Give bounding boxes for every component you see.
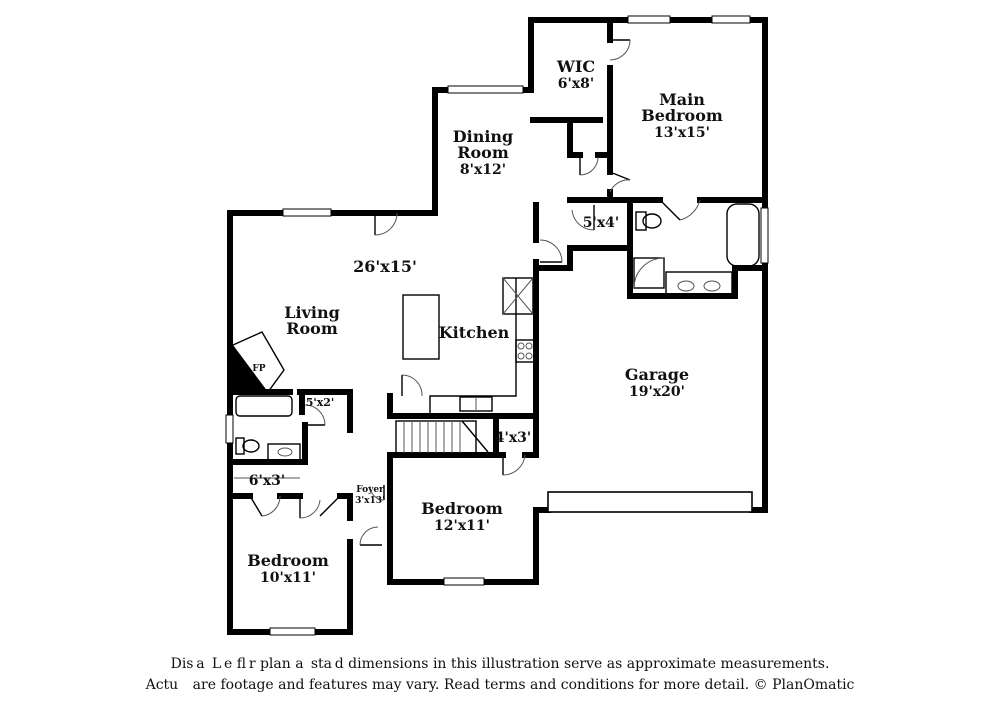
kitchen-island (402, 294, 440, 360)
wic-name: WIC (556, 57, 595, 76)
kitchen-name: Kitchen (439, 323, 510, 342)
fireplace-label: FP (252, 364, 265, 374)
living-room-name-1: Living (284, 303, 340, 322)
hall-closet-dims: 4'x3' (495, 430, 531, 446)
dining-room-dims: 8'x12' (460, 162, 506, 178)
fixtures (232, 203, 760, 479)
disclaimer-line-1: Dis a L e fl r plan a sta d dimensions i… (170, 656, 830, 672)
main-bedroom-name-1: Main (659, 90, 705, 109)
living-room-name-2: Room (286, 319, 338, 338)
hall-vanity (267, 443, 301, 461)
garage-dims: 19'x20' (629, 384, 685, 400)
windows (225, 15, 769, 636)
bedroom-center-dims: 12'x11' (434, 518, 490, 534)
main-bedroom-dims: 13'x15' (654, 125, 710, 141)
bedroom-left-name: Bedroom (247, 551, 329, 570)
dining-room-name-1: Dining (453, 127, 513, 146)
hall-bathtub (235, 395, 293, 417)
bed-closet-dims: 6'x3' (249, 473, 285, 489)
room-labels: WIC 6'x8' Main Bedroom 13'x15' Dining Ro… (247, 57, 723, 586)
main-bath-dims: 5'x4' (583, 215, 619, 231)
hall-toilet-tank (235, 437, 245, 455)
hall-bath-dims: 5'x2' (306, 396, 335, 409)
dining-room-name-2: Room (457, 143, 509, 162)
disclaimer-line-2: Actu are footage and features may vary. … (145, 677, 855, 693)
shower (633, 257, 665, 289)
fireplace-hearth (233, 345, 268, 392)
wic-dims: 6'x8' (558, 76, 594, 92)
interior-walls (229, 19, 765, 521)
bedroom-center-name: Bedroom (421, 499, 503, 518)
great-room-dims: 26'x15' (353, 257, 417, 276)
garage-name: Garage (625, 365, 689, 384)
bathtub (726, 203, 760, 267)
range (515, 339, 535, 363)
foyer-dims: 3'x13' (355, 496, 385, 506)
refrigerator (502, 277, 534, 315)
bedroom-left-dims: 10'x11' (260, 570, 316, 586)
main-bedroom-name-2: Bedroom (641, 106, 723, 125)
toilet-tank (635, 211, 647, 231)
double-vanity (665, 271, 733, 295)
foyer-name: Foyer (356, 485, 384, 495)
doors (249, 39, 701, 546)
